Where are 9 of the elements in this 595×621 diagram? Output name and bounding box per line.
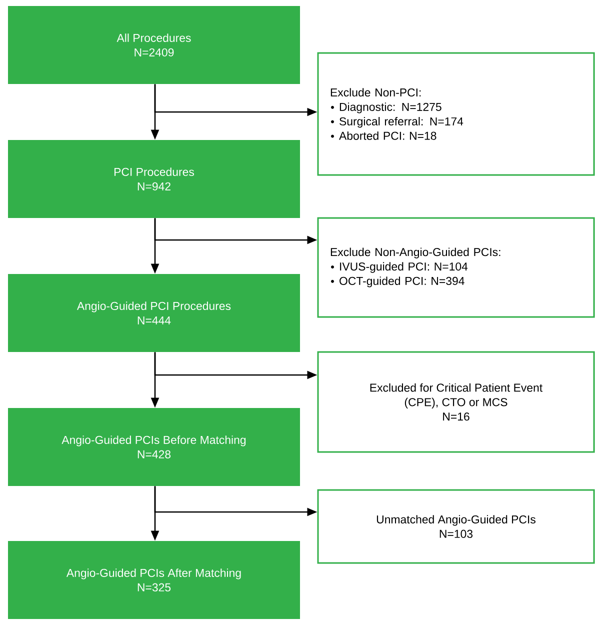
- exclusion-box: Exclude Non-Angio-Guided PCIs: IVUS-guided PCI: N=104 OCT-guided PCI: N=394: [317, 217, 595, 318]
- process-box: Angio-Guided PCIs Before Matching N=428: [8, 408, 300, 486]
- exclusion-box: Exclude Non-PCI: Diagnostic: N=1275 Surgical referral: N=174 Aborted PCI: N=18: [317, 52, 595, 176]
- process-box: PCI Procedures N=942: [8, 140, 300, 218]
- process-box: All Procedures N=2409: [8, 6, 300, 84]
- exclusion-box: Unmatched Angio-Guided PCIs N=103: [317, 489, 595, 564]
- exclusion-box: Excluded for Critical Patient Event (CPE), CTO or MCS N=16: [317, 351, 595, 453]
- process-box: Angio-Guided PCIs After Matching N=325: [8, 541, 300, 619]
- process-box: Angio-Guided PCI Procedures N=444: [8, 274, 300, 352]
